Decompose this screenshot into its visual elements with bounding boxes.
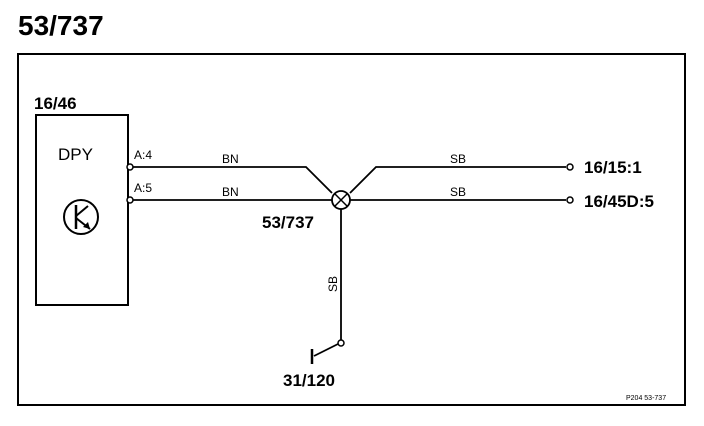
wire-sb-top-label: SB bbox=[450, 152, 466, 166]
pin-a4-terminal bbox=[126, 163, 134, 171]
ground-label: 31/120 bbox=[283, 371, 335, 390]
connector-top-label: 16/15:1 bbox=[584, 158, 642, 177]
pin-a5-terminal bbox=[126, 196, 134, 204]
module-box bbox=[35, 114, 129, 306]
wire-sb-ground-label: SB bbox=[326, 276, 340, 292]
diagram-title: 53/737 bbox=[18, 10, 104, 41]
connector-bottom-label: 16/45D:5 bbox=[584, 192, 654, 211]
pin-a4-label: A:4 bbox=[134, 148, 152, 162]
splice-label: 53/737 bbox=[262, 213, 314, 232]
splice-icon bbox=[331, 190, 351, 210]
transistor-icon bbox=[63, 199, 99, 235]
wire-sb-top bbox=[349, 166, 566, 194]
pin-a5-label: A:5 bbox=[134, 181, 152, 195]
connector-top-terminal bbox=[566, 163, 574, 171]
reference-code: P204 53-737 bbox=[626, 395, 666, 402]
wire-bn-bottom-label: BN bbox=[222, 185, 239, 199]
module-name: DPY bbox=[58, 145, 93, 164]
wire-bn-top bbox=[133, 166, 333, 194]
ground-icon bbox=[310, 343, 339, 364]
diagram-frame bbox=[17, 53, 686, 406]
wire-bn-top-label: BN bbox=[222, 152, 239, 166]
ground-terminal bbox=[337, 339, 345, 347]
module-id: 16/46 bbox=[34, 94, 77, 113]
connector-bottom-terminal bbox=[566, 196, 574, 204]
wire-sb-bottom-label: SB bbox=[450, 185, 466, 199]
